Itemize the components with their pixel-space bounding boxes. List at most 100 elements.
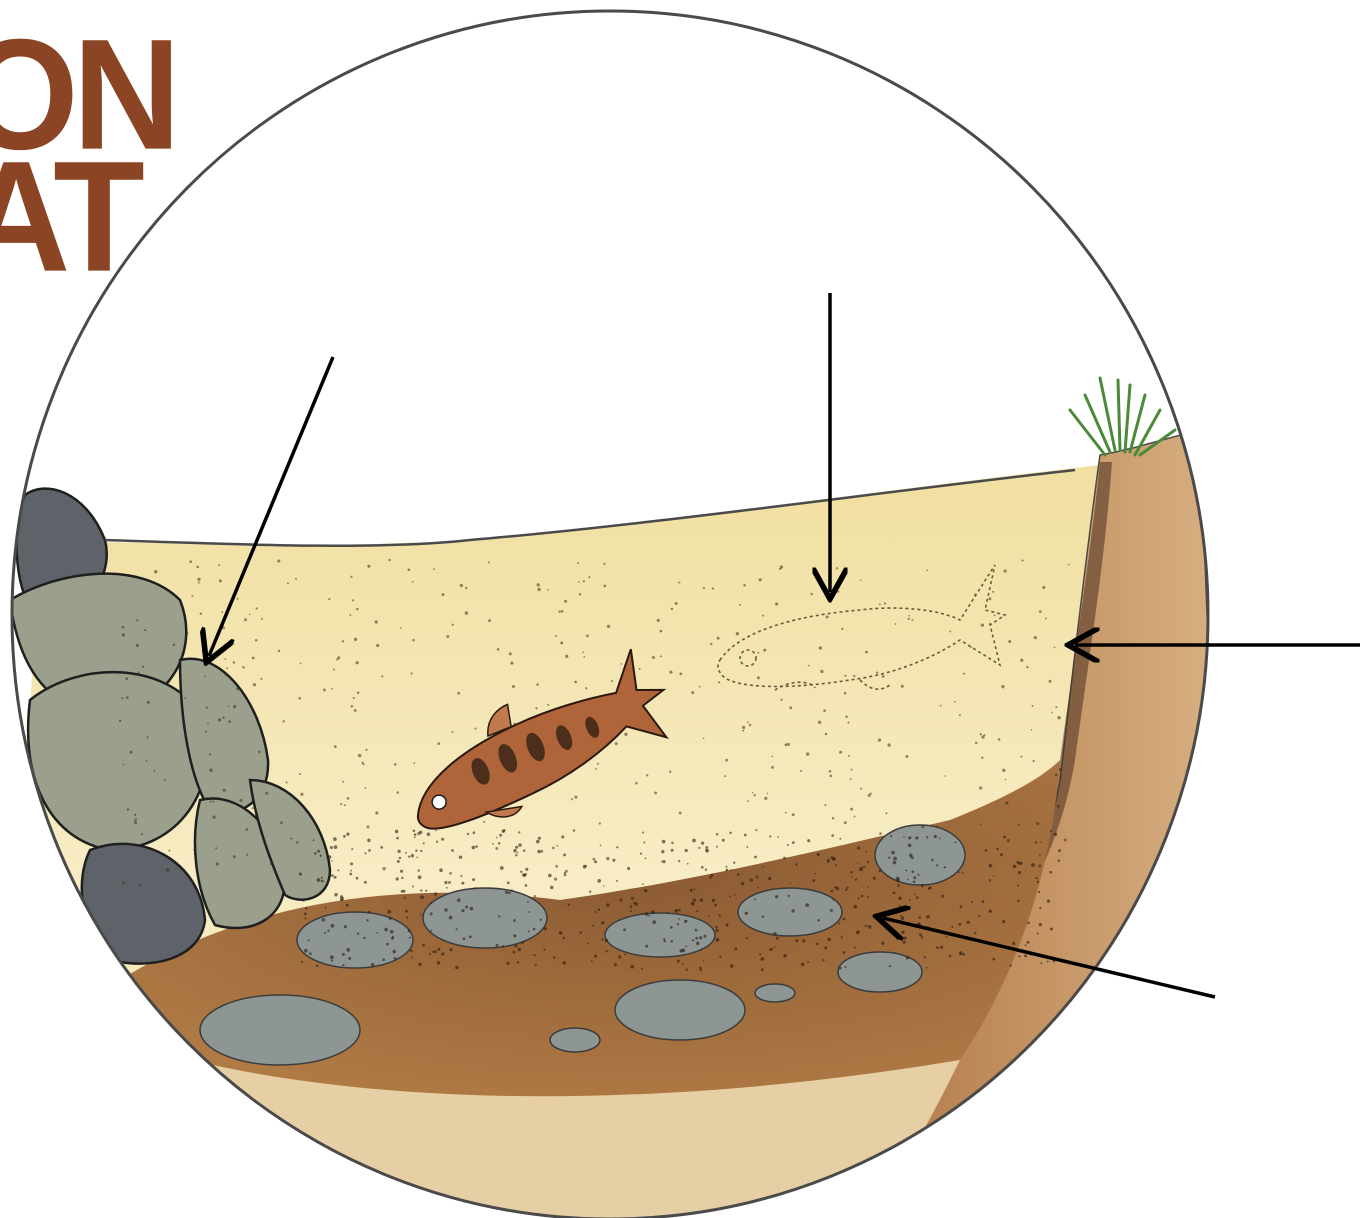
- stipple-dot: [278, 650, 280, 652]
- stipple-dot: [1000, 853, 1003, 856]
- stipple-dot: [258, 751, 261, 754]
- stipple-dot: [317, 878, 321, 882]
- stipple-dot: [1058, 849, 1061, 852]
- stipple-dot: [1018, 955, 1020, 957]
- stipple-dot: [641, 968, 643, 970]
- stipple-dot: [911, 870, 914, 873]
- stipple-dot: [662, 840, 666, 844]
- stipple-dot: [198, 582, 200, 584]
- stipple-dot: [533, 928, 536, 931]
- stipple-dot: [760, 957, 764, 961]
- stipple-dot: [331, 924, 335, 928]
- stipple-dot: [122, 633, 125, 636]
- stipple-dot: [434, 892, 437, 895]
- stipple-dot: [845, 889, 847, 891]
- stipple-dot: [616, 880, 618, 882]
- stipple-dot: [630, 965, 634, 969]
- stipple-dot: [635, 782, 638, 785]
- stipple-dot: [839, 838, 841, 840]
- stipple-dot: [1057, 805, 1060, 808]
- stipple-dot: [926, 569, 928, 571]
- stipple-dot: [817, 919, 820, 922]
- stipple-dot: [1032, 705, 1034, 707]
- stipple-dot: [712, 899, 715, 902]
- stipple-dot: [679, 673, 682, 676]
- stipple-dot: [322, 918, 326, 922]
- stipple-dot: [643, 842, 645, 844]
- stipple-dot: [246, 854, 248, 856]
- stipple-dot: [513, 951, 516, 954]
- stipple-dot: [1036, 822, 1039, 825]
- stipple-dot: [958, 923, 961, 926]
- stipple-dot: [418, 963, 421, 966]
- stipple-dot: [785, 812, 787, 814]
- stipple-dot: [759, 578, 762, 581]
- stipple-dot: [586, 635, 589, 638]
- stipple-dot: [537, 588, 540, 591]
- stipple-dot: [441, 954, 443, 956]
- stipple-dot: [353, 697, 355, 699]
- stipple-dot: [696, 910, 698, 912]
- stipple-dot: [750, 878, 753, 881]
- stipple-dot: [717, 637, 720, 640]
- stipple-dot: [645, 912, 649, 916]
- stipple-dot: [757, 652, 759, 654]
- stipple-dot: [207, 722, 209, 724]
- stipple-dot: [1049, 680, 1052, 683]
- stipple-dot: [513, 934, 516, 937]
- stipple-dot: [356, 608, 358, 610]
- stipple-dot: [759, 953, 761, 955]
- stipple-dot: [244, 618, 247, 621]
- stipple-dot: [1020, 756, 1022, 758]
- stipple-dot: [533, 954, 535, 956]
- stipple-dot: [936, 864, 938, 866]
- stipple-dot: [865, 851, 867, 853]
- stipple-dot: [583, 865, 587, 869]
- stipple-dot: [564, 874, 567, 877]
- stipple-dot: [944, 775, 946, 777]
- stipple-dot: [406, 917, 408, 919]
- stipple-dot: [212, 800, 214, 802]
- stipple-dot: [413, 830, 416, 833]
- stipple-dot: [325, 907, 327, 909]
- stipple-dot: [122, 882, 125, 885]
- stipple-dot: [412, 885, 414, 887]
- stipple-dot: [574, 796, 577, 799]
- stipple-dot: [225, 673, 228, 676]
- stipple-dot: [844, 692, 847, 695]
- stipple-dot: [520, 871, 522, 873]
- stipple-dot: [868, 925, 872, 929]
- stipple-dot: [913, 880, 916, 883]
- stipple-dot: [1064, 839, 1067, 842]
- stipple-dot: [528, 911, 530, 913]
- stipple-dot: [879, 832, 881, 834]
- stipple-dot: [888, 857, 890, 859]
- stipple-dot: [1037, 881, 1039, 883]
- stipple-dot: [209, 753, 211, 755]
- stipple-dot: [1012, 942, 1015, 945]
- stipple-dot: [881, 941, 884, 944]
- stipple-dot: [554, 878, 557, 881]
- stipple-dot: [705, 849, 709, 853]
- stipple-dot: [423, 842, 425, 844]
- stipple-dot: [762, 866, 764, 868]
- stipple-dot: [701, 866, 704, 869]
- stipple-dot: [331, 874, 334, 877]
- stipple-dot: [422, 944, 425, 947]
- stipple-dot: [642, 831, 644, 833]
- stipple-dot: [787, 844, 789, 846]
- stipple-dot: [512, 685, 515, 688]
- stipple-dot: [252, 807, 254, 809]
- stipple-dot: [296, 841, 299, 844]
- stipple-dot: [375, 620, 378, 623]
- stipple-dot: [926, 836, 928, 838]
- stipple-dot: [906, 956, 909, 959]
- stipple-dot: [934, 835, 937, 838]
- stipple-dot: [233, 855, 236, 858]
- stipple-dot: [1051, 712, 1053, 714]
- stipple-dot: [841, 936, 843, 938]
- stipple-dot: [555, 635, 557, 637]
- stipple-dot: [331, 959, 333, 961]
- stipple-dot: [497, 648, 500, 651]
- stipple-dot: [768, 877, 771, 880]
